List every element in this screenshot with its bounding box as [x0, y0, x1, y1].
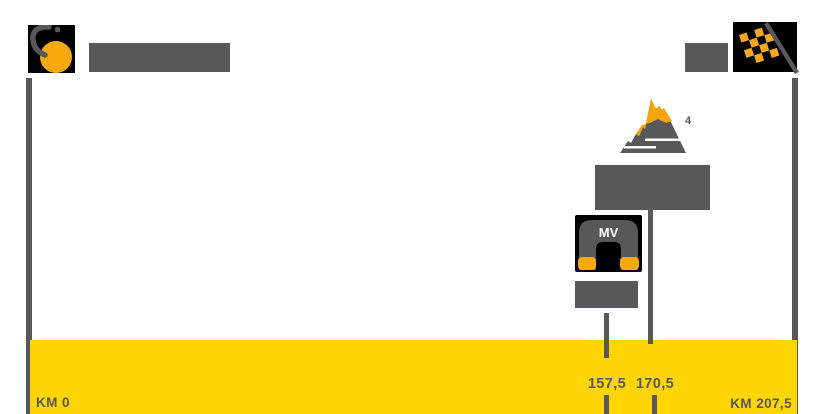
finish-flag-icon	[733, 21, 799, 75]
viaduct-icon: MV	[575, 215, 642, 272]
finish-axis-line	[792, 78, 798, 414]
start-km-label: KM 0	[36, 395, 70, 410]
checkered-flag-icon	[739, 21, 799, 75]
km-tick-157	[604, 395, 609, 414]
km-tick-170	[652, 395, 657, 414]
climb-category-label: 4	[685, 115, 692, 127]
marker-km-label-157: 157,5	[587, 376, 627, 392]
start-name-block	[89, 43, 230, 72]
start-axis-line	[26, 78, 32, 414]
cyclist-icon	[30, 24, 72, 73]
climb-name-block	[595, 165, 710, 210]
viaduct-label: MV	[599, 225, 619, 240]
finish-km-label: KM 207,5	[730, 396, 792, 411]
viaduct-km-line	[604, 313, 609, 358]
marker-km-label-170: 170,5	[635, 376, 675, 392]
km-bar	[30, 340, 797, 414]
climb-km-line	[648, 210, 653, 344]
viaduct-name-block	[575, 281, 638, 308]
race-logo	[28, 24, 75, 73]
mountain-icon: 4	[616, 96, 700, 158]
finish-name-block	[685, 43, 728, 72]
